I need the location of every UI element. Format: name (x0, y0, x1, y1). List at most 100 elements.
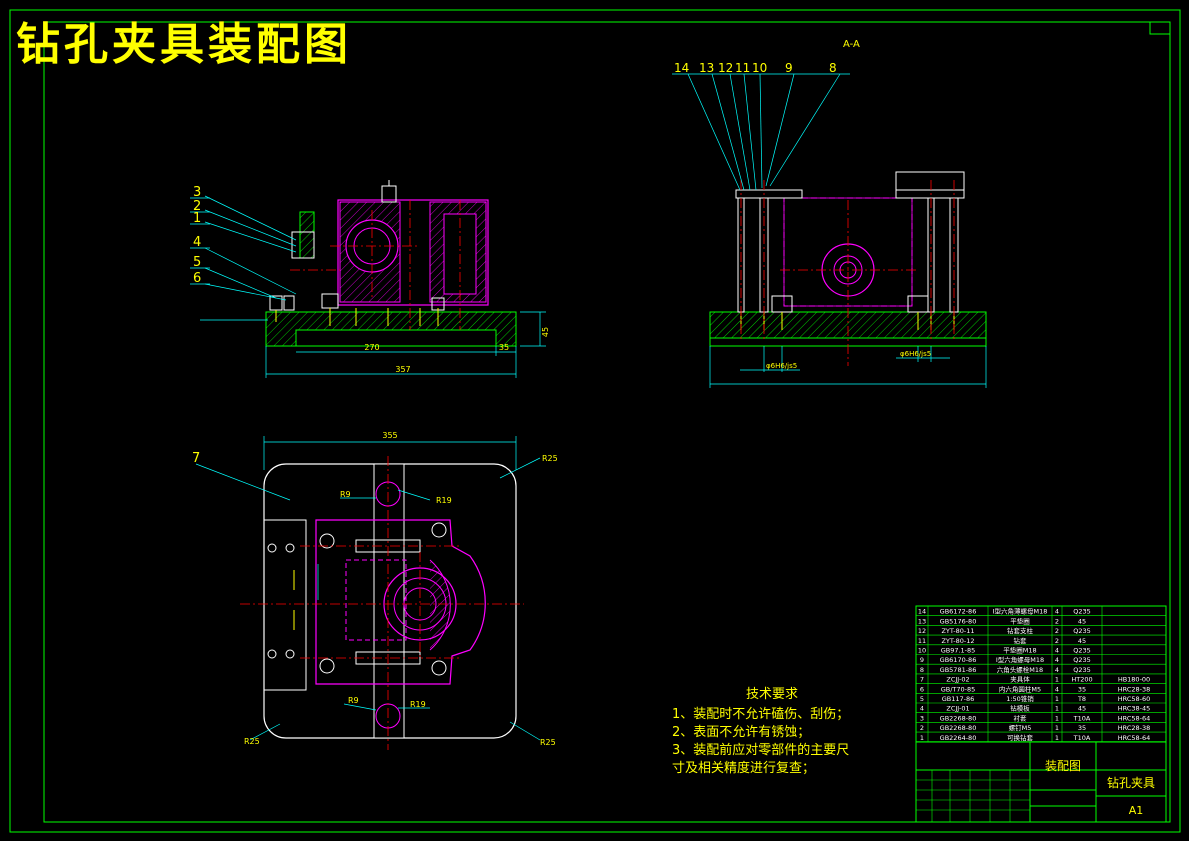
side-view: A-A (709, 39, 987, 388)
bom-cell-no: 2 (920, 724, 924, 732)
bom-cell-mat: Q235 (1073, 656, 1091, 664)
bom-cell-qty: 1 (1055, 705, 1059, 713)
balloon-6: 6 (193, 271, 201, 286)
workpiece-body (337, 199, 489, 306)
bom-cell-name: 内六角圆柱M5 (999, 684, 1041, 693)
bom-cell-note: HRC58-60 (1118, 695, 1151, 703)
bom-cell-code: ZCJJ-02 (946, 676, 969, 684)
balloon-11: 11 (735, 61, 750, 75)
balloon-1: 1 (193, 211, 201, 226)
bom-cell-code: GB5176-80 (940, 617, 977, 625)
tech-item-3: 3、装配前应对零部件的主要尺 (672, 743, 850, 758)
bom-cell-name: 钻套 (1014, 636, 1028, 645)
bom-cell-mat: 45 (1078, 705, 1086, 713)
dim-355: 355 (382, 431, 397, 440)
bom-cell-name: I型六角螺母M18 (996, 655, 1044, 664)
inner-border (43, 21, 1171, 823)
dim-r25-top: R25 (542, 454, 558, 463)
bom-cell-mat: Q235 (1073, 608, 1091, 616)
balloon-14: 14 (674, 61, 689, 75)
bom-cell-no: 4 (920, 705, 924, 713)
dim-357: 357 (395, 365, 410, 374)
dim-270: 270 (364, 343, 379, 352)
bom-cell-name: 平垫圈 (1010, 616, 1030, 625)
fit-dim-1: φ6H6/js5 (766, 362, 797, 370)
balloon-3: 3 (193, 185, 201, 200)
dim-r9-bottom: R9 (348, 696, 359, 705)
bom-cell-no: 12 (918, 627, 926, 635)
dim-r19-bottom: R19 (410, 700, 426, 709)
bom-cell-code: GB5781-86 (940, 666, 977, 674)
tech-item-2: 2、表面不允许有锈蚀； (672, 725, 811, 740)
bom-cell-qty: 2 (1055, 617, 1059, 625)
balloon-7: 7 (192, 451, 200, 466)
dim-r25-bl: R25 (244, 737, 260, 746)
dim-r19-top: R19 (436, 496, 452, 505)
balloon-5: 5 (193, 255, 201, 270)
tech-item-1: 1、装配时不允许磕伤、刮伤； (672, 707, 850, 722)
bom-cell-no: 11 (918, 637, 926, 645)
bom-cell-qty: 1 (1055, 734, 1059, 742)
bom-cell-name: 钻套支柱 (1007, 626, 1034, 635)
bom-cell-code: GB6172-86 (940, 608, 977, 616)
bom-cell-qty: 4 (1055, 608, 1059, 616)
balloon-4: 4 (193, 235, 201, 250)
bom-cell-qty: 4 (1055, 656, 1059, 664)
balloon-12: 12 (718, 61, 733, 75)
bom-cell-name: 衬套 (1014, 713, 1028, 722)
bom-cell-name: 夹具体 (1010, 675, 1030, 684)
bom-cell-note: HRC38-45 (1118, 705, 1151, 713)
bom-cell-mat: T8 (1077, 695, 1086, 703)
bom-cell-mat: 35 (1078, 685, 1086, 693)
dim-45: 45 (541, 327, 550, 337)
top-view: 355 R25 R25 R25 R9 R19 R9 R19 7 (192, 431, 558, 750)
bom-cell-note: HRC28-38 (1118, 685, 1151, 693)
bom-cell-name: 可换钻套 (1007, 733, 1034, 742)
bom-cell-qty: 1 (1055, 724, 1059, 732)
bom-cell-qty: 1 (1055, 714, 1059, 722)
tech-heading: 技术要求 (746, 687, 799, 702)
bom-cell-mat: Q235 (1073, 666, 1091, 674)
outer-border (9, 9, 1181, 833)
bom-cell-code: GB117-86 (942, 695, 975, 703)
part-name: 钻孔夹具 (1107, 775, 1155, 790)
balloon-2: 2 (193, 199, 201, 214)
drill-plate-top (735, 189, 803, 199)
bom-cell-code: ZYT-80-11 (941, 627, 974, 635)
bom-cell-code: GB2268-80 (940, 724, 977, 732)
bom-cell-code: GB2268-80 (940, 714, 977, 722)
bom-cell-name: 钻模板 (1010, 704, 1030, 713)
bom-cell-code: ZYT-80-12 (941, 637, 974, 645)
bom-cell-mat: T10A (1073, 734, 1091, 742)
bom-cell-name: 1:50锥销 (1006, 694, 1034, 703)
drawing-name: 装配图 (1045, 759, 1081, 773)
top-workpiece (315, 519, 486, 685)
dim-r9-top: R9 (340, 490, 351, 499)
bom-cell-code: GB/T70-85 (941, 685, 976, 693)
bom-cell-name: 平垫圈M18 (1003, 646, 1036, 655)
bom-cell-mat: T10A (1073, 714, 1091, 722)
bom-cell-no: 9 (920, 656, 924, 664)
bom-cell-mat: 45 (1078, 637, 1086, 645)
bom-cell-name: I型六角薄螺母M18 (993, 607, 1048, 616)
bom-cell-mat: Q235 (1073, 627, 1091, 635)
bom-cell-no: 7 (920, 676, 924, 684)
bom-cell-no: 5 (920, 695, 924, 703)
bom-cell-note: HRC28-38 (1118, 724, 1151, 732)
bom-cell-code: GB2264-80 (940, 734, 977, 742)
tech-item-4: 寸及相关精度进行复查； (672, 761, 816, 776)
bom-cell-name: 六角头螺栓M18 (997, 665, 1043, 674)
dim-35: 35 (499, 343, 509, 352)
bom-cell-qty: 1 (1055, 695, 1059, 703)
bom-cell-mat: 45 (1078, 617, 1086, 625)
bom-cell-qty: 1 (1055, 676, 1059, 684)
bom-cell-note: HRC58-64 (1118, 734, 1151, 742)
bom-cell-code: GB6170-86 (940, 656, 977, 664)
bom-cell-qty: 4 (1055, 685, 1059, 693)
bom-cell-no: 14 (918, 608, 926, 616)
bom-cell-name: 螺钉M5 (1009, 723, 1032, 732)
bom-cell-no: 6 (920, 685, 924, 693)
bom-cell-qty: 4 (1055, 666, 1059, 674)
